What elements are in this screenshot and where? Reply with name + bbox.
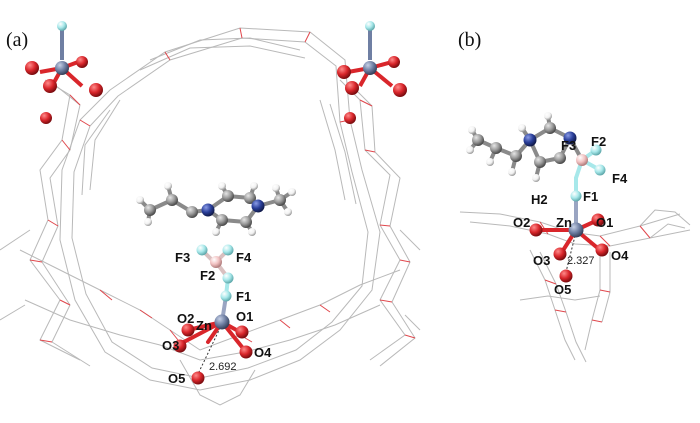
atom-labels-b: F3 F2 F4 F1 H2 O2 Zn O1 O3 O4 O5 2.327 bbox=[513, 134, 629, 297]
distance-b: 2.327 bbox=[567, 255, 595, 267]
label-b-o3: O3 bbox=[533, 253, 550, 268]
label-a-zn: Zn bbox=[196, 318, 212, 333]
framework-a bbox=[0, 27, 421, 406]
label-b-f1: F1 bbox=[583, 189, 598, 204]
label-a-o4: O4 bbox=[254, 345, 272, 360]
label-a-o3: O3 bbox=[162, 338, 179, 353]
metal-site-top-left bbox=[25, 21, 103, 124]
label-b-h2: H2 bbox=[531, 192, 548, 207]
cation-b bbox=[466, 112, 584, 182]
label-b-o1: O1 bbox=[596, 215, 613, 230]
label-a-o5: O5 bbox=[168, 371, 185, 386]
panel-b-label: (b) bbox=[458, 29, 481, 51]
label-b-zn: Zn bbox=[556, 215, 572, 230]
label-b-f3: F3 bbox=[561, 138, 576, 153]
anion-zn-site-a bbox=[173, 244, 253, 385]
label-a-o2: O2 bbox=[177, 311, 194, 326]
panel-b: (b) bbox=[458, 29, 691, 363]
label-b-f2: F2 bbox=[591, 134, 606, 149]
atom-labels-a: F3 F4 F2 F1 O2 Zn O1 O3 O4 O5 2.692 bbox=[162, 250, 272, 386]
label-b-o4: O4 bbox=[611, 248, 629, 263]
label-a-f4: F4 bbox=[236, 250, 252, 265]
panel-a: (a) bbox=[0, 21, 421, 406]
metal-site-top-right bbox=[337, 21, 407, 124]
panel-a-label: (a) bbox=[6, 29, 28, 51]
label-a-o1: O1 bbox=[236, 309, 253, 324]
label-a-f3: F3 bbox=[175, 250, 190, 265]
label-b-o2: O2 bbox=[513, 215, 530, 230]
label-b-f4: F4 bbox=[612, 171, 628, 186]
label-a-f1: F1 bbox=[236, 289, 251, 304]
anion-zn-site-b bbox=[529, 144, 609, 283]
label-b-o5: O5 bbox=[554, 282, 571, 297]
distance-a: 2.692 bbox=[209, 361, 237, 373]
label-a-f2: F2 bbox=[200, 268, 215, 283]
cation-a bbox=[136, 182, 296, 236]
